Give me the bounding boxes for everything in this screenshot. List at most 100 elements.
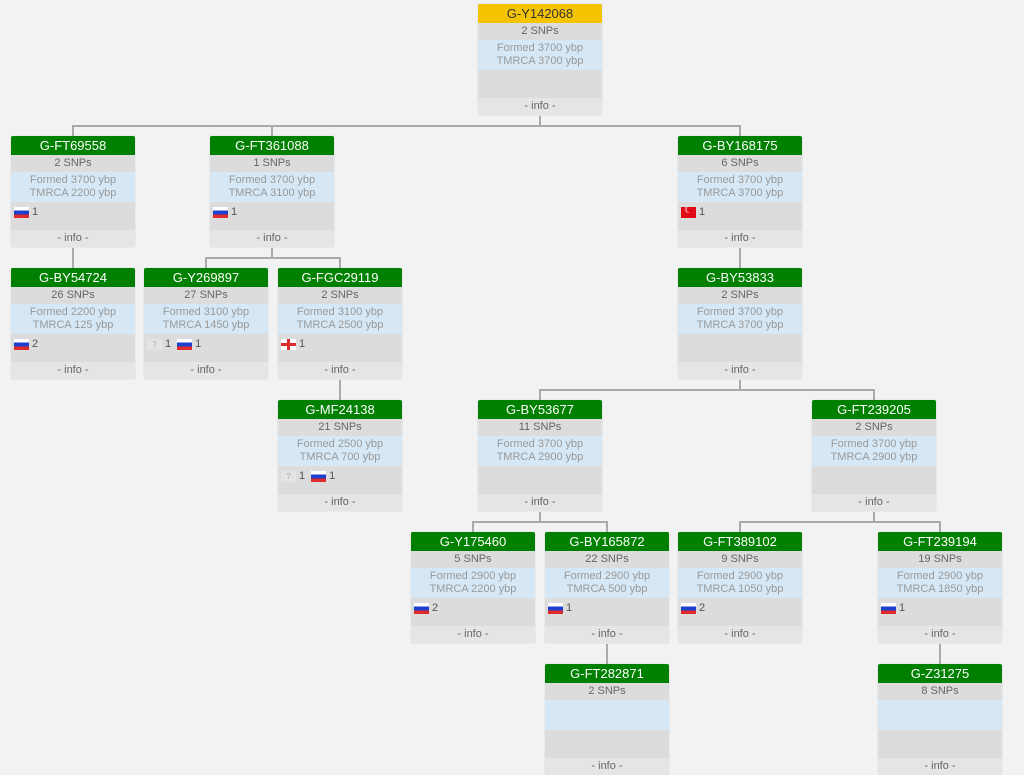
country-list [678,334,802,362]
formed-age: Formed 3700 ybp [830,438,918,450]
haplogroup-name[interactable]: G-Z31275 [878,664,1002,683]
info-link[interactable]: - info - [678,230,802,247]
age-estimates [545,700,669,730]
russia-flag-icon [177,339,193,350]
haplogroup-name[interactable]: G-FT239194 [878,532,1002,551]
haplogroup-name[interactable]: G-Y142068 [478,4,602,23]
russia-flag-icon [548,603,563,614]
country-list: 1 [11,202,135,230]
country-count: 1 [299,338,306,350]
info-link[interactable]: - info - [478,98,602,115]
country-list: 1 [878,598,1002,626]
info-link[interactable]: - info - [278,494,402,511]
formed-age: Formed 3700 ybp [696,306,784,318]
connector-line [739,512,875,532]
haplogroup-name[interactable]: G-FT361088 [210,136,334,155]
snp-count: 22 SNPs [585,553,629,565]
info-link[interactable]: - info - [11,230,135,247]
info-link[interactable]: - info - [11,362,135,379]
formed-age: Formed 3700 ybp [29,174,117,186]
info-link[interactable]: - info - [545,626,669,643]
info-link[interactable]: - info - [144,362,268,379]
info-link[interactable]: - info - [678,626,802,643]
tmrca-age: TMRCA 3100 ybp [228,187,316,199]
info-link[interactable]: - info - [545,758,669,775]
tmrca-age: TMRCA 2200 ybp [29,187,117,199]
snp-count: 27 SNPs [184,289,228,301]
connector-line [271,248,341,268]
haplogroup-name[interactable]: G-BY165872 [545,532,669,551]
haplogroup-name[interactable]: G-BY53833 [678,268,802,287]
info-link[interactable]: - info - [210,230,334,247]
country-list: 1 [545,598,669,626]
snp-count: 8 SNPs [921,685,959,697]
country-count: 1 [699,206,706,218]
info-link[interactable]: - info - [478,494,602,511]
haplogroup-name[interactable]: G-Y175460 [411,532,535,551]
haplogroup-name[interactable]: G-FT239205 [812,400,936,419]
tmrca-age: TMRCA 3700 ybp [696,187,784,199]
snp-count: 21 SNPs [318,421,362,433]
info-link[interactable]: - info - [278,362,402,379]
info-link[interactable]: - info - [878,758,1002,775]
haplogroup-name[interactable]: G-FT282871 [545,664,669,683]
haplogroup-name[interactable]: G-BY54724 [11,268,135,287]
haplogroup-name[interactable]: G-FGC29119 [278,268,402,287]
info-link[interactable]: - info - [411,626,535,643]
snp-count: 19 SNPs [918,553,962,565]
georgia-flag-icon [281,339,296,350]
haplogroup-name[interactable]: G-BY168175 [678,136,802,155]
haplogroup-name[interactable]: G-FT389102 [678,532,802,551]
country-list: 1 [278,334,402,362]
info-link[interactable]: - info - [878,626,1002,643]
snp-count: 2 SNPs [721,289,759,301]
tree-connectors [72,116,941,664]
country-count: 2 [699,602,706,614]
snp-count: 26 SNPs [51,289,95,301]
haplogroup-name[interactable]: G-BY53677 [478,400,602,419]
formed-age: Formed 3700 ybp [696,174,784,186]
haplogroup-name[interactable]: G-MF24138 [278,400,402,419]
snp-count: 9 SNPs [721,553,759,565]
snp-count: 1 SNPs [253,157,291,169]
russia-flag-icon [14,207,29,218]
country-list [478,466,602,494]
country-count: 1 [32,206,39,218]
country-list [878,730,1002,758]
info-link[interactable]: - info - [812,494,936,511]
tmrca-age: TMRCA 1850 ybp [896,583,984,595]
info-link[interactable]: - info - [678,362,802,379]
haplogroup-name[interactable]: G-Y269897 [144,268,268,287]
country-count: 2 [32,338,39,350]
country-list [478,70,602,98]
tmrca-age: TMRCA 3700 ybp [496,55,584,67]
snp-count: 6 SNPs [721,157,759,169]
country-count: 1 [329,470,336,482]
country-count: 1 [566,602,573,614]
country-list: 2 [411,598,535,626]
connector-line [539,116,741,136]
connector-line [539,380,741,400]
haplogroup-name[interactable]: G-FT69558 [11,136,135,155]
tmrca-age: TMRCA 700 ybp [299,451,381,463]
formed-age: Formed 3700 ybp [496,438,584,450]
country-list: 2 [678,598,802,626]
connector-line [271,116,541,136]
